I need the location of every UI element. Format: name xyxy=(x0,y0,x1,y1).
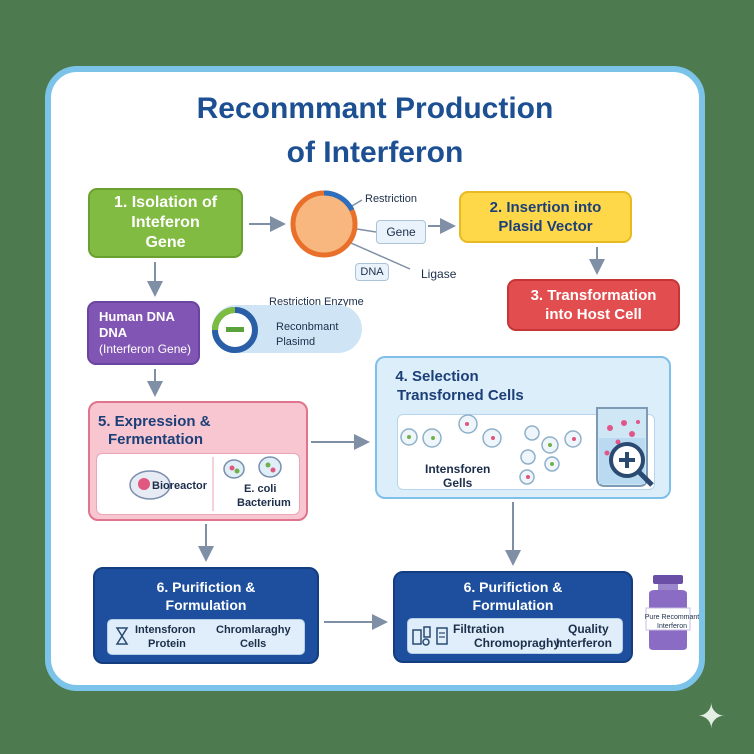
step1-line2: Inteferon xyxy=(131,214,200,231)
filter-equipment-icon xyxy=(412,626,448,646)
step2-line2: Plasid Vector xyxy=(498,218,593,235)
step4-cells-line1: Intensforen xyxy=(425,462,491,476)
ligase-label: Ligase xyxy=(421,267,457,281)
dna-label: DNA xyxy=(355,263,389,281)
step6a-inner-panel xyxy=(107,619,305,655)
step3-transformation-box: 3. Transformation into Host Cell xyxy=(507,279,680,331)
step6a-line2: Formulation xyxy=(165,597,247,613)
step6b-line1: 6. Purifiction & xyxy=(463,579,563,595)
human-dna-line3: (Interferon Gene) xyxy=(99,342,192,356)
step6b-filtration: Filtration xyxy=(453,622,505,636)
cell-icon xyxy=(129,456,282,511)
step5-line2: Fermentation xyxy=(108,431,204,448)
step6b-quality: Quality xyxy=(568,622,609,636)
gene-label: Gene xyxy=(376,220,426,244)
step4-line2: Transforned Cells xyxy=(397,387,524,404)
step6b-interferon: Interferon xyxy=(556,636,613,650)
step6b-inner-panel xyxy=(407,618,623,654)
title-line1: Reconmmant Production xyxy=(196,92,554,125)
cell-icon xyxy=(400,414,582,485)
step1-isolation-box: 1. Isolation of Inteferon Gene xyxy=(88,188,243,258)
human-dna-line2: DNA xyxy=(99,325,128,340)
step6a-col2-line1: Chromlaraghy xyxy=(216,624,291,636)
step3-line2: into Host Cell xyxy=(545,306,642,323)
magnifier-icon xyxy=(609,442,654,487)
plasmid-ring-icon xyxy=(290,190,358,258)
step3-line1: 3. Transformation xyxy=(530,287,657,304)
plasmid-line2: Plasimd xyxy=(276,336,316,348)
step6a-line1: 6. Purifiction & xyxy=(156,579,256,595)
step6b-purification-box: 6. Purifiction & Formulation Filtration … xyxy=(393,571,633,663)
step1-line1: 1. Isolation of xyxy=(113,194,218,211)
step1-line3: Gene xyxy=(145,234,186,251)
vial-icon xyxy=(645,575,691,650)
human-dna-box: Human DNA DNA (Interferon Gene) xyxy=(87,301,200,365)
vial-label-line2: Interferon xyxy=(657,623,687,630)
step6b-chrom: Chromopraghy xyxy=(474,636,561,650)
step6a-col2-line2: Cells xyxy=(240,638,267,650)
step2-line1: 2. Insertion into xyxy=(489,199,602,216)
plasmid-ring-icon xyxy=(212,307,258,353)
title-line2: of Interferon xyxy=(286,136,464,169)
step4-line1: 4. Selection xyxy=(395,368,479,385)
step2-insertion-box: 2. Insertion into Plasid Vector xyxy=(459,191,632,243)
sparkle-icon: ✦ xyxy=(697,698,726,736)
step6a-col1-line2: Protein xyxy=(148,638,186,650)
plasmid-line1: Reconbmant xyxy=(276,321,339,333)
ecoli-line2: Bacterium xyxy=(237,497,291,509)
ecoli-line1: E. coli xyxy=(244,483,277,495)
step5-expression-box: 5. Expression & Fermentation Bioreactor … xyxy=(88,401,308,521)
step6a-col1-line1: Intensforon xyxy=(135,624,196,636)
step4-cells-line2: Gells xyxy=(443,476,473,490)
bioreactor-label: Bioreactor xyxy=(152,480,208,492)
restriction-label: Restriction xyxy=(365,193,417,205)
human-dna-line1: Human DNA xyxy=(99,309,175,324)
step5-line1: 5. Expression & xyxy=(98,413,211,430)
hourglass-icon xyxy=(115,627,129,645)
step4-selection-box: 4. Selection Transforned Cells Intensfor… xyxy=(375,356,671,499)
step6b-line2: Formulation xyxy=(472,597,554,613)
vial-label-line1: Pure Recommant xyxy=(644,614,700,621)
step6a-purification-box: 6. Purifiction & Formulation Intensforon… xyxy=(93,567,319,664)
